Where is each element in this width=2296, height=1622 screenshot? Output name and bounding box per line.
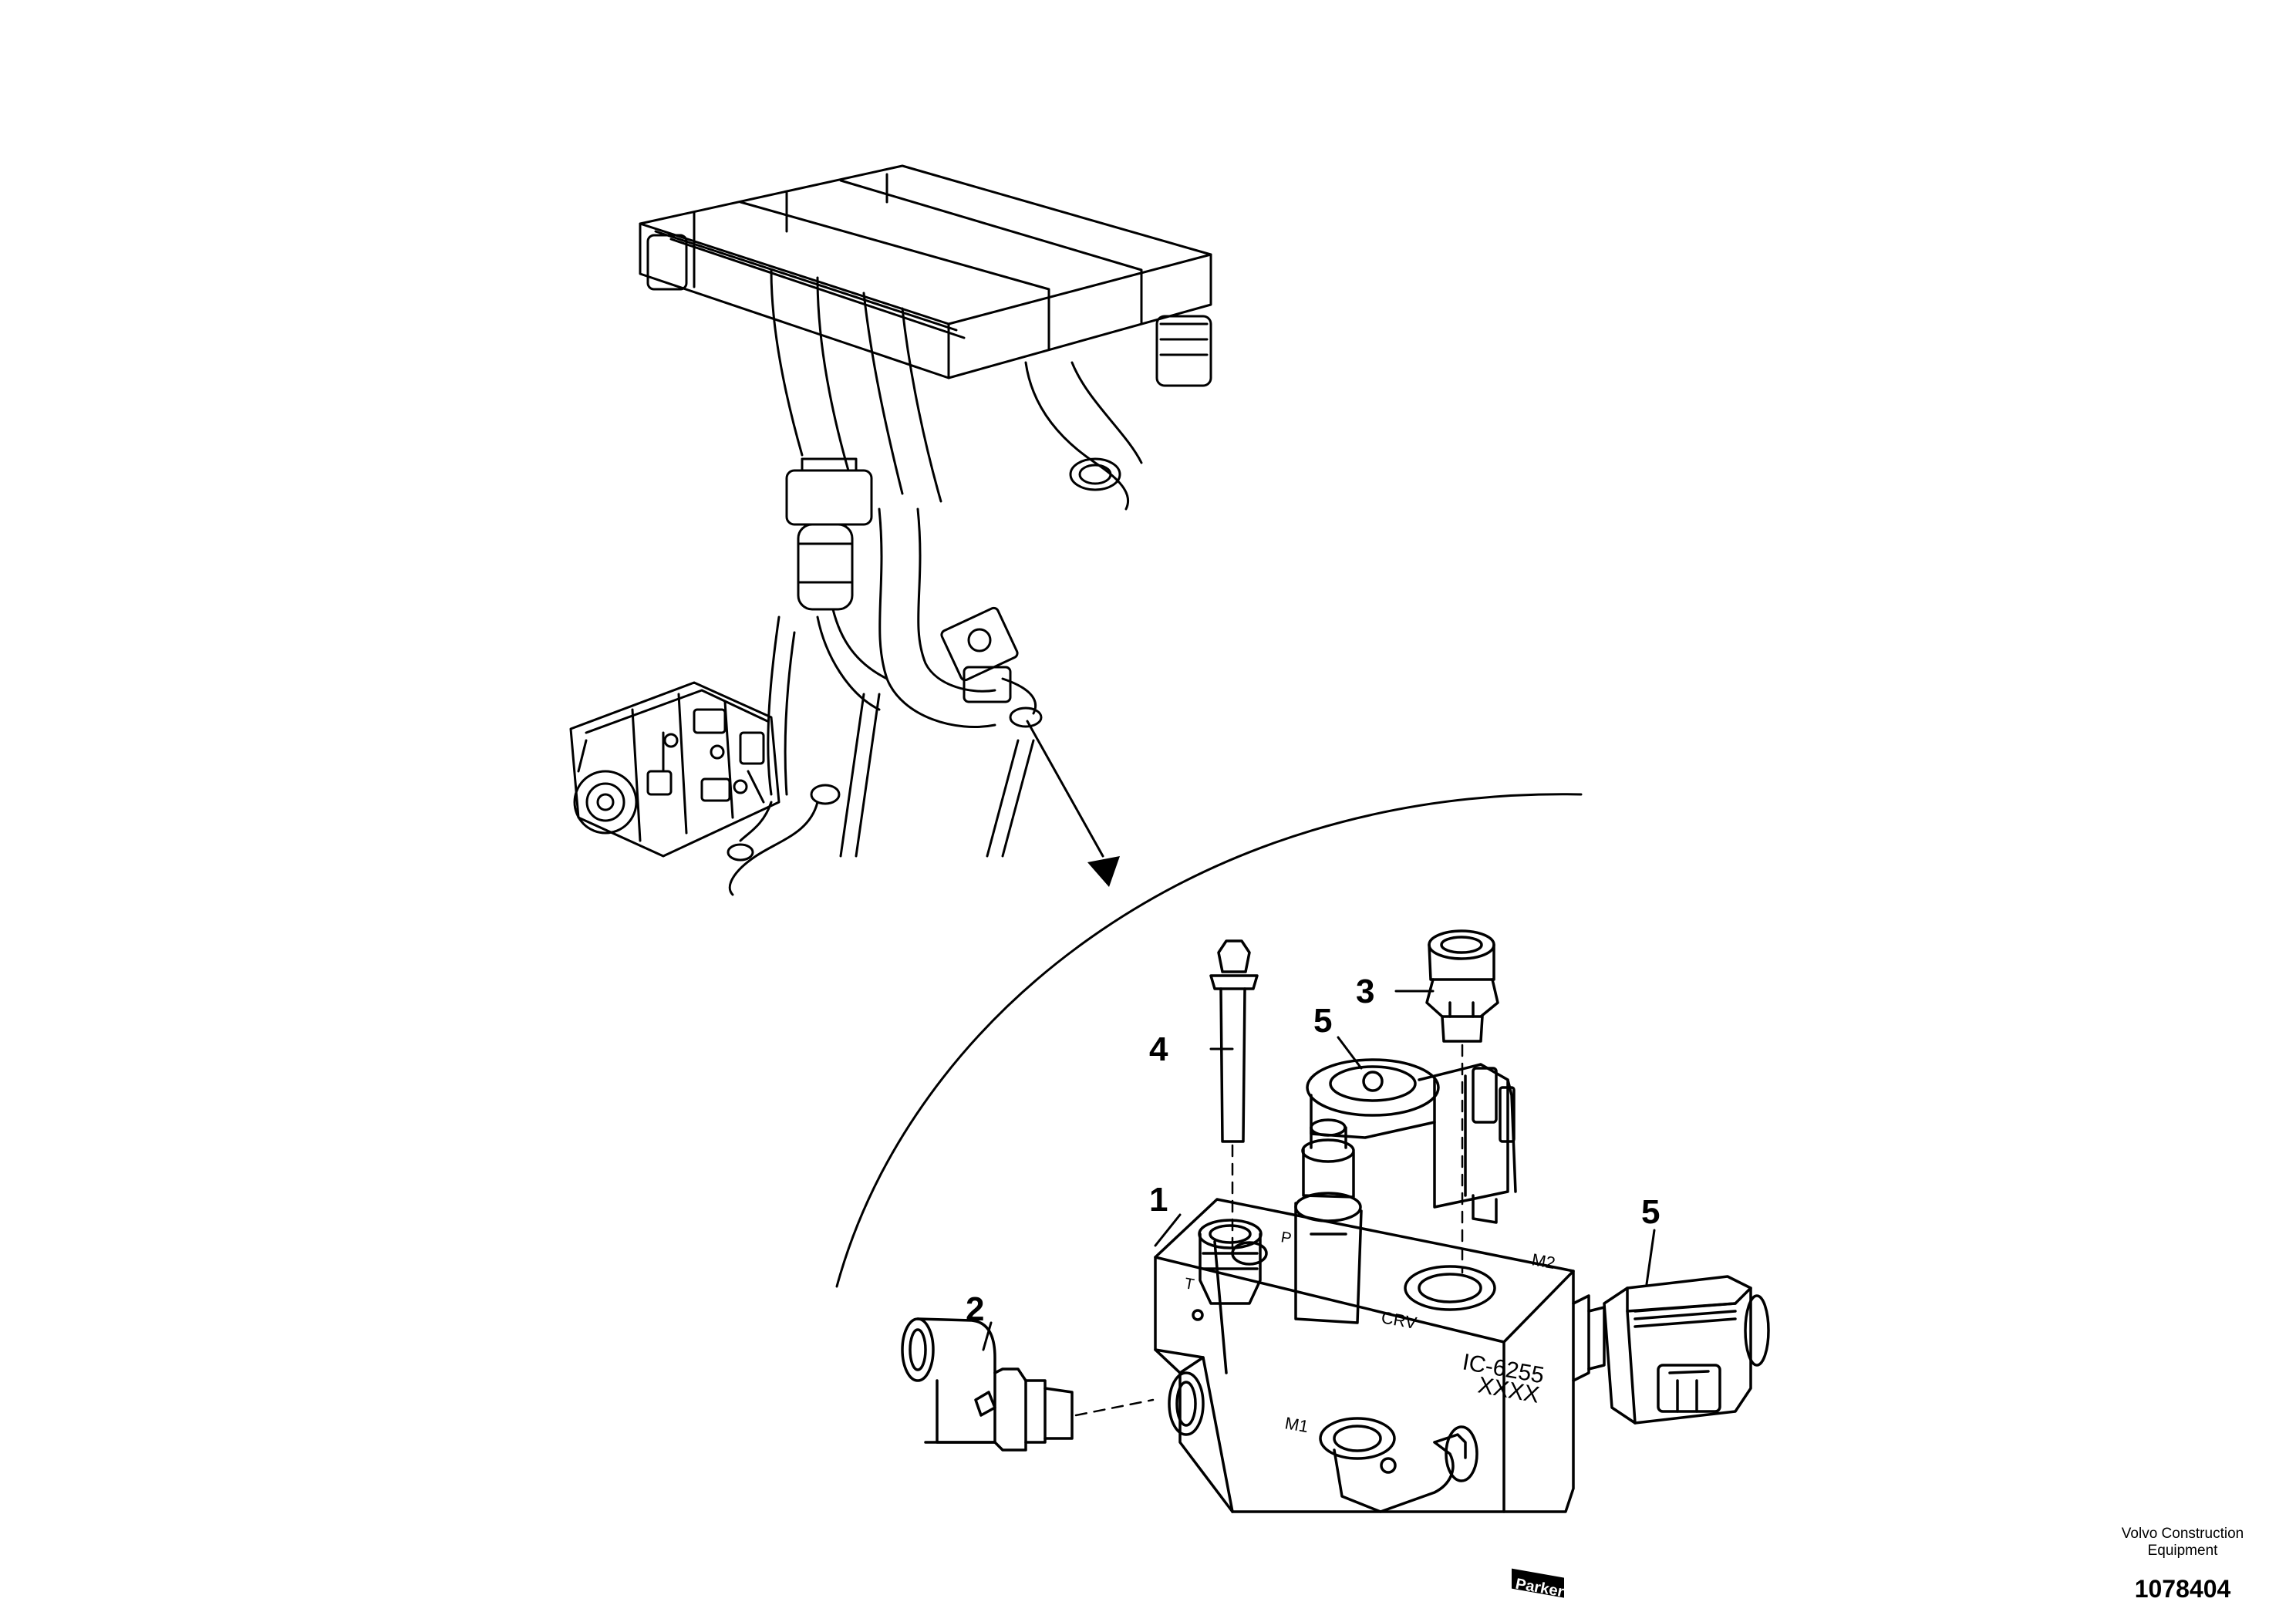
callout-2: 2 bbox=[966, 1290, 984, 1328]
port-m2-label: M2 bbox=[1530, 1249, 1556, 1273]
elbow-left-center-line bbox=[1074, 1398, 1155, 1417]
solenoid-coil-upper bbox=[1306, 1058, 1517, 1209]
port-crv-label: CRV bbox=[1380, 1307, 1418, 1333]
drawing-number: 1078404 bbox=[2134, 1575, 2231, 1603]
company-stamp: Volvo Construction Equipment bbox=[2082, 1526, 2283, 1560]
cartridge-valve bbox=[1198, 1219, 1263, 1305]
company-name-line1: Volvo Construction bbox=[2121, 1526, 2244, 1542]
elbow-fitting-m1 bbox=[1319, 1417, 1478, 1513]
detail-callout-arc bbox=[835, 793, 1583, 1288]
valve-block bbox=[1154, 1198, 1575, 1513]
port-m1-label: M1 bbox=[1283, 1413, 1310, 1436]
callout-leaders bbox=[982, 990, 1656, 1351]
solenoid-valve-stem bbox=[1294, 1118, 1363, 1324]
block-markings: Parker IC-6255 XXXX M1 M2 CRV P T bbox=[1183, 1229, 1564, 1600]
callout-1: 1 bbox=[1149, 1181, 1168, 1219]
engine-radiator-assembly bbox=[639, 164, 1212, 896]
bolt bbox=[1209, 939, 1259, 1143]
detail-pointer-arrow bbox=[1087, 856, 1120, 887]
detail-pointer-line bbox=[1026, 720, 1104, 858]
callout-5-upper: 5 bbox=[1313, 1002, 1332, 1040]
straight-fitting bbox=[1425, 929, 1499, 1043]
callout-4: 4 bbox=[1149, 1030, 1168, 1068]
solenoid-coil-right bbox=[1572, 1275, 1770, 1425]
elbow-fitting-left bbox=[901, 1317, 1074, 1452]
port-t-label: T bbox=[1183, 1275, 1195, 1293]
port-p-label: P bbox=[1279, 1229, 1293, 1247]
coil-connector-pin bbox=[1472, 1194, 1498, 1224]
company-name-line2: Equipment bbox=[2147, 1543, 2218, 1559]
callout-3: 3 bbox=[1356, 973, 1374, 1010]
callout-5-right: 5 bbox=[1641, 1193, 1660, 1231]
hydraulic-pump bbox=[569, 681, 781, 858]
parker-logo: Parker bbox=[1512, 1568, 1564, 1601]
